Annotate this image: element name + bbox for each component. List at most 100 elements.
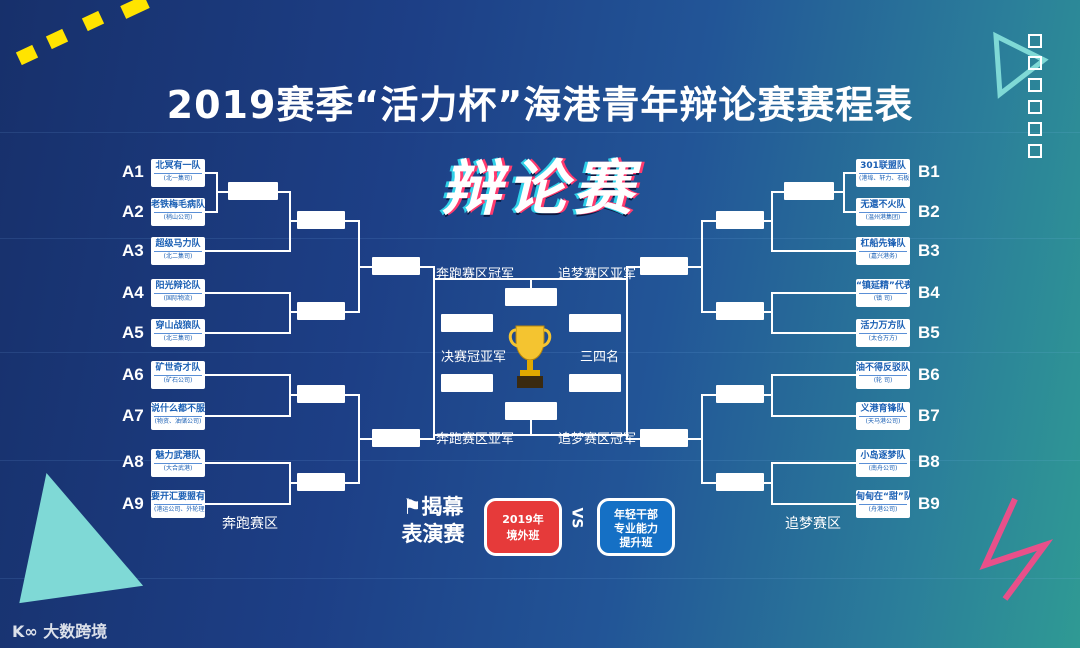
bg-streak	[0, 238, 1080, 239]
team-card: “镇延精”代表队(镇 司)	[856, 279, 910, 307]
match-slot	[716, 302, 764, 320]
team-org: (轮 司)	[859, 375, 907, 386]
bracket-line	[345, 220, 359, 222]
team-name: 油不得反驳队	[856, 363, 910, 373]
bracket-line	[702, 482, 716, 484]
bracket-line	[764, 220, 772, 222]
yellow-dash-icon	[120, 0, 150, 19]
bracket-line	[530, 420, 532, 434]
team-seed-label: A5	[122, 323, 144, 342]
team-seed-label: A3	[122, 241, 144, 260]
team-seed-label: B9	[918, 494, 940, 513]
team-seed-label: A2	[122, 202, 144, 221]
square-outline-icon	[1028, 78, 1042, 92]
bracket-line	[772, 415, 856, 417]
team-org: (天马港公司)	[859, 416, 907, 427]
team-card: 要开汇要盟有条队(港运公司、外轮理货)	[151, 490, 205, 518]
square-outline-icon	[1028, 144, 1042, 158]
vs-text: VS	[568, 507, 585, 529]
team-seed-label: B7	[918, 406, 940, 425]
left-runner-up-label: 奔跑赛区亚军	[436, 432, 515, 447]
team-seed-label: A6	[122, 365, 144, 384]
match-slot	[297, 211, 345, 229]
bracket-line	[626, 266, 628, 440]
bracket-line	[420, 438, 434, 440]
bg-streak	[0, 132, 1080, 133]
opening-line: ⚑揭幕	[388, 494, 478, 521]
match-slot	[505, 402, 557, 420]
match-slot	[716, 385, 764, 403]
bracket-line	[205, 415, 290, 417]
teal-triangle-icon	[1, 461, 144, 604]
team-org: (温州港集团)	[859, 212, 907, 223]
bracket-line	[289, 394, 297, 396]
team-card: 老铁梅毛病队(稍山公司)	[151, 198, 205, 226]
team-seed-label: B6	[918, 365, 940, 384]
square-outline-icon	[1028, 122, 1042, 136]
opening-team-blue: 年轻干部 专业能力 提升班	[597, 498, 675, 556]
bracket-line	[289, 292, 291, 334]
bracket-line	[345, 311, 359, 313]
bracket-line	[205, 211, 217, 213]
bracket-line	[205, 332, 290, 334]
team-name: 穿山战狼队	[155, 321, 201, 331]
team-card: 油不得反驳队 (轮 司)	[856, 361, 910, 389]
bracket-line	[205, 172, 217, 174]
right-zone-label: 追梦赛区	[785, 516, 841, 532]
team-name: 北冥有一队	[155, 161, 201, 171]
team-name: 矿世奇才队	[155, 363, 201, 373]
team-card: 杠船先锋队(嘉兴港务)	[856, 237, 910, 265]
bracket-line	[844, 211, 856, 213]
bracket-line	[764, 482, 772, 484]
bracket-line	[688, 266, 702, 268]
match-slot	[297, 302, 345, 320]
team-name: 无還不火队	[860, 200, 906, 210]
team-org: (北一集司)	[154, 173, 202, 184]
match-slot	[228, 182, 278, 200]
bracket-line	[345, 482, 359, 484]
bracket-line	[345, 394, 359, 396]
team-card: 活力万方队(太仓万方)	[856, 319, 910, 347]
bg-streak	[0, 460, 1080, 461]
bracket-line	[358, 266, 372, 268]
bracket-line	[358, 438, 372, 440]
right-champion-label: 追梦赛区冠军	[558, 432, 637, 447]
bracket-line	[205, 374, 290, 376]
opening-line-text: 揭幕	[421, 495, 464, 519]
bracket-line	[771, 292, 773, 334]
match-slot	[372, 429, 420, 447]
match-slot	[569, 374, 621, 392]
team-name: 义港育锋队	[860, 404, 906, 414]
bracket-line	[205, 292, 290, 294]
bracket-line	[764, 311, 772, 313]
bracket-line	[289, 482, 297, 484]
team-card: 超级马力队(北二集司)	[151, 237, 205, 265]
team-seed-label: A8	[122, 452, 144, 471]
watermark-logo-icon: K∞	[12, 622, 44, 641]
team-name: 活力万方队	[860, 321, 906, 331]
bracket-line	[772, 462, 856, 464]
flag-icon: ⚑	[402, 495, 422, 519]
team-seed-label: A1	[122, 162, 144, 181]
bracket-line	[844, 172, 856, 174]
team-name: 说什么都不服队	[151, 404, 205, 414]
team-org: (北三集司)	[154, 333, 202, 344]
team-card: 小岛逐梦队(南舟公司)	[856, 449, 910, 477]
team-name: 阳光辩论队	[155, 281, 201, 291]
team-org: (国际物流)	[154, 293, 202, 304]
bracket-line	[205, 462, 290, 464]
team-org: (大合武港)	[154, 463, 202, 474]
square-outline-icon	[1028, 56, 1042, 70]
bracket-line	[420, 266, 434, 268]
team-seed-label: A4	[122, 283, 144, 302]
bracket-line	[772, 250, 856, 252]
watermark: K∞ 大数跨境	[12, 618, 107, 642]
bracket-line	[702, 311, 716, 313]
bracket-line	[772, 191, 784, 193]
bracket-line	[772, 332, 856, 334]
team-card: 北冥有一队 (北一集司)	[151, 159, 205, 187]
team-org: (北二集司)	[154, 251, 202, 262]
team-card: 魅力武港队(大合武港)	[151, 449, 205, 477]
team-card: 阳光辩论队 (国际物流)	[151, 279, 205, 307]
